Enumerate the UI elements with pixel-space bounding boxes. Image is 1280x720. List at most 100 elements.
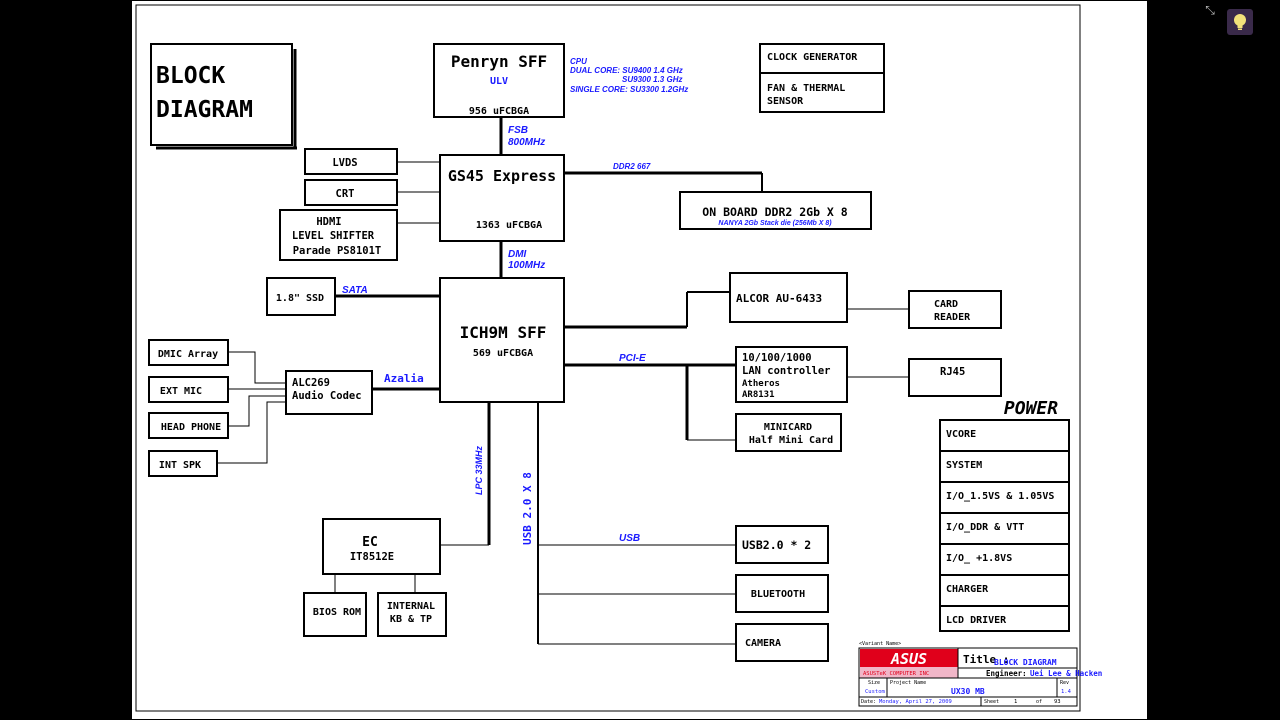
power-item-box [939, 574, 1070, 607]
ich-name: ICH9M SFF [460, 323, 547, 342]
block-diagram: BLOCK DIAGRAM Penryn SFF ULV 956 uFCBGA … [131, 0, 1148, 720]
ddr-block [679, 191, 872, 230]
title-label: Title : [963, 653, 1009, 666]
usb-bus-label: USB 2.0 X 8 [521, 472, 534, 545]
variant-name: <Variant Name> [859, 641, 901, 647]
hdmi-line2: LEVEL SHIFTER [292, 230, 375, 242]
lan-line3: Atheros [742, 379, 780, 389]
lightbulb-icon [1234, 14, 1246, 30]
rev-label: Rev [1060, 680, 1069, 686]
dmi-label: DMI [508, 249, 527, 260]
cpu-sub: ULV [490, 76, 508, 87]
alcor-block [729, 272, 848, 323]
sata-label: SATA [342, 285, 368, 296]
codec-block [285, 370, 373, 415]
camera-block [735, 623, 829, 662]
hdmi-block [279, 209, 398, 261]
crt-block [304, 179, 398, 206]
lan-line4: AR8131 [742, 390, 775, 400]
fan-line1: FAN & THERMAL [767, 83, 845, 94]
engineer-label: Engineer: [986, 669, 1027, 678]
ssd-block [266, 277, 336, 316]
usb-port-label: USB2.0 * 2 [742, 538, 811, 552]
power-item: I/O_DDR & VTT [946, 522, 1024, 533]
dmi-speed: 100MHz [508, 260, 545, 271]
asus-logo-text: ASUS [890, 650, 927, 668]
engineer-value: Uei Lee & Hacken [1030, 669, 1102, 678]
size-value: Custom [865, 689, 886, 695]
rev-value: 1.4 [1061, 689, 1072, 695]
camera-label: CAMERA [745, 638, 781, 649]
gmch-package: 1363 uFCBGA [476, 220, 542, 231]
cpu-note-dual1: DUAL CORE: SU9400 1.4 GHz [570, 66, 683, 75]
of-label: of [1036, 699, 1042, 705]
hdmi-line1: HDMI [316, 216, 341, 228]
ssd-label: 1.8" SSD [276, 293, 324, 304]
power-item: CHARGER [946, 584, 989, 595]
card-reader-block [908, 290, 1002, 329]
cpu-note-dual2: SU9300 1.3 GHz [622, 75, 682, 84]
card-reader-line1: CARD [934, 299, 958, 310]
bios-rom-label: BIOS ROM [313, 607, 361, 618]
ich-package: 569 uFCBGA [473, 348, 533, 359]
ec-line1: EC [362, 535, 378, 550]
rj45-label: RJ45 [940, 366, 965, 378]
rj45-block [908, 358, 1002, 397]
title-line1: BLOCK [156, 63, 225, 89]
minicard-block [735, 413, 842, 452]
power-item-box [939, 481, 1070, 514]
pcie-label: PCI-E [619, 353, 646, 364]
ich-block [439, 277, 565, 403]
dmic-label: DMIC Array [158, 349, 218, 360]
power-item-box [939, 450, 1070, 483]
lan-line1: 10/100/1000 [742, 352, 812, 364]
cpu-name: Penryn SFF [451, 52, 547, 71]
date-value: Monday, April 27, 2009 [879, 699, 952, 705]
usb-port-block [735, 525, 829, 564]
fan-line2: SENSOR [767, 96, 804, 107]
power-item-box [939, 605, 1070, 632]
sheet-border [135, 4, 1081, 712]
minicard-line2: Half Mini Card [749, 434, 833, 446]
collapse-icon[interactable]: ⤡ [1205, 3, 1215, 17]
size-label: Size [868, 680, 880, 686]
clock-generator-block [759, 43, 885, 74]
codec-line1: ALC269 [292, 377, 330, 389]
hint-button[interactable] [1227, 9, 1253, 35]
ec-block [322, 518, 441, 575]
date-label: Date: [861, 699, 876, 705]
lpc-label: LPC 33MHz [474, 445, 484, 495]
cpu-package: 956 uFCBGA [469, 106, 529, 117]
lvds-label: LVDS [332, 157, 357, 169]
codec-line2: Audio Codec [292, 390, 362, 402]
lvds-block [304, 148, 398, 175]
ddr-label: ON BOARD DDR2 2Gb X 8 [702, 205, 847, 219]
gmch-name: GS45 Express [448, 167, 556, 185]
hdmi-line3: Parade PS8101T [293, 245, 382, 257]
dmic-block [148, 339, 229, 366]
ddr-note: NANYA 2Gb Stack die (256Mb X 8) [718, 220, 832, 227]
cpu-block [433, 43, 565, 118]
usb-label: USB [619, 533, 640, 544]
power-item-box [939, 543, 1070, 576]
bios-rom-block [303, 592, 367, 637]
fsb-label: FSB [508, 125, 528, 136]
internal-kb-line1: INTERNAL [387, 601, 435, 612]
crt-label: CRT [336, 188, 355, 200]
cpu-note-single: SINGLE CORE: SU3300 1.2GHz [570, 85, 688, 94]
headphone-block [148, 412, 229, 439]
power-item-box [939, 512, 1070, 545]
internal-kb-block [377, 592, 447, 637]
minicard-line1: MINICARD [764, 422, 812, 433]
power-item: I/O_1.5VS & 1.05VS [946, 491, 1054, 502]
sheet-label: Sheet [984, 699, 999, 705]
int-spk-label: INT SPK [159, 460, 201, 471]
ec-line2: IT8512E [350, 551, 394, 563]
cpu-note-title: CPU [570, 57, 587, 66]
company-name: ASUSTeK COMPUTER INC [863, 671, 929, 677]
headphone-label: HEAD PHONE [161, 422, 221, 433]
lan-line2: LAN controller [742, 365, 831, 377]
power-item: LCD DRIVER [946, 615, 1007, 626]
power-item: VCORE [946, 429, 976, 440]
